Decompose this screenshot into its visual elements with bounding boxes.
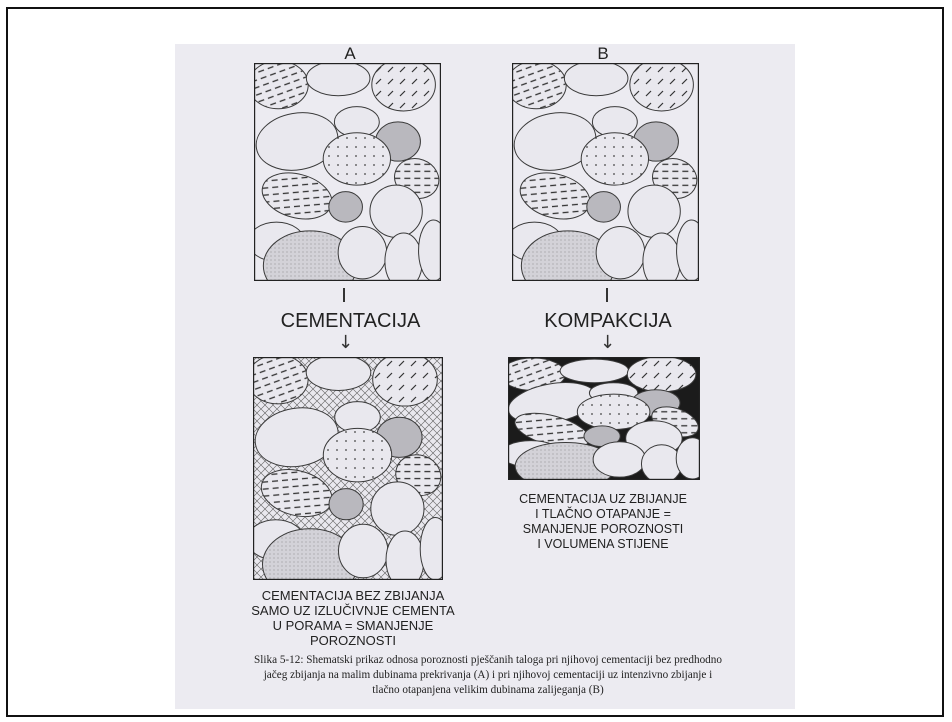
panel-b-result-text: CEMENTACIJA UZ ZBIJANJE I TLAČNO OTAPANJ… [498,492,708,552]
panel-a-cemented-sandstone [253,357,443,580]
panel-b-connector-line [606,288,608,302]
sand-grain [630,63,694,111]
sand-grain [587,192,621,223]
sand-grain [596,227,645,279]
sand-grain [306,357,371,390]
sand-grain [306,63,370,96]
sand-grain [628,185,680,237]
sand-grain [371,482,424,536]
sand-grain [564,63,628,96]
panel-a-down-arrow: ↓ [338,332,353,353]
panel-a-letter: A [335,44,365,64]
sand-grain [627,357,696,392]
panel-b-letter: B [588,44,618,64]
panel-a-result-line: POROZNOSTI [243,633,463,648]
panel-a-result-line: CEMENTACIJA BEZ ZBIJANJA [243,588,463,603]
panel-a-result-text: CEMENTACIJA BEZ ZBIJANJA SAMO UZ IZLUČIV… [243,588,463,648]
sand-grain [641,445,681,480]
caption-line: jačeg zbijanja na malim dubinama prekriv… [183,668,793,683]
panel-a-result-line: U PORAMA = SMANJENJE [243,618,463,633]
sand-grain [338,227,387,279]
sand-grain [373,357,438,406]
sand-grain [339,524,388,578]
caption-line: Slika 5-12: Shematski prikaz odnosa poro… [183,653,793,668]
cementation-label: CEMENTACIJA [263,310,438,333]
panel-b-result-line: I TLAČNO OTAPANJE = [498,507,708,522]
sand-grain [560,359,629,383]
caption-line: tlačno otapanjena velikim dubinama zalij… [183,683,793,698]
sand-grain [593,442,645,477]
panel-b-result-line: CEMENTACIJA UZ ZBIJANJE [498,492,708,507]
panel-b-result-line: I VOLUMENA STIJENE [498,537,708,552]
panel-a-connector-line [343,288,345,302]
sand-grain [370,185,422,237]
panel-b-result-line: SMANJENJE POROZNOSTI [498,522,708,537]
panel-a-initial-sandstone [254,63,441,281]
sand-grain [323,133,390,185]
figure-caption: Slika 5-12: Shematski prikaz odnosa poro… [183,653,793,698]
sand-grain [329,192,363,223]
panel-b-compacted-sandstone [508,357,700,480]
sand-grain [581,133,648,185]
compaction-label: KOMPAKCIJA [513,310,703,333]
sand-grain [323,428,391,482]
sand-grain [372,63,436,111]
panel-a-result-line: SAMO UZ IZLUČIVNJE CEMENTA [243,603,463,618]
panel-b-initial-sandstone [512,63,699,281]
sand-grain [329,489,363,520]
panel-b-down-arrow: ↓ [600,332,615,353]
